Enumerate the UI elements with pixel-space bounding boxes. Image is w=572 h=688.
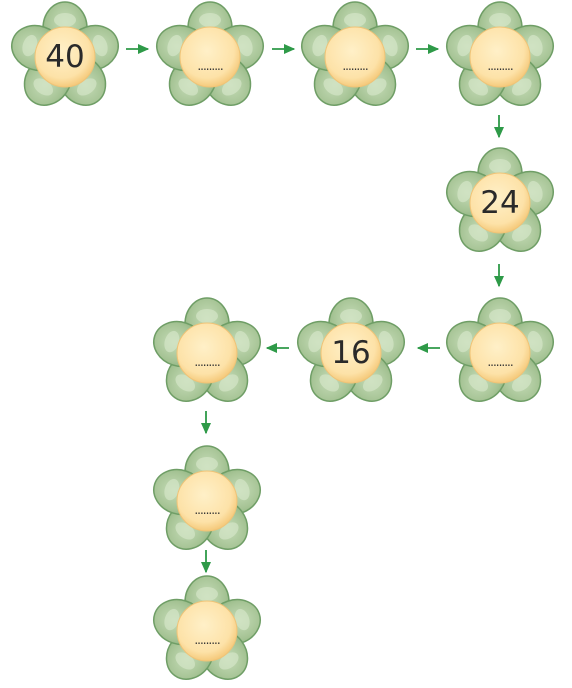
flower-6: ......... [440,297,560,412]
answer-blank[interactable]: ......... [194,633,220,647]
flower-5: 24 [440,147,560,262]
arrow-down [200,411,212,435]
answer-blank[interactable]: ......... [194,503,220,517]
answer-blank[interactable]: ......... [194,355,220,369]
arrow-right [126,43,150,55]
flower-8: ......... [147,297,267,412]
answer-blank[interactable]: ......... [487,355,513,369]
flower-7: 16 [291,297,411,412]
flower-number: 24 [480,185,520,221]
flower-1: 40 [5,1,125,116]
answer-blank[interactable]: ......... [197,59,223,73]
answer-blank[interactable]: ......... [342,59,368,73]
flower-4: ......... [440,1,560,116]
arrow-right [272,43,296,55]
flower-9: ......... [147,445,267,560]
arrow-left [265,342,289,354]
flower-number: 16 [331,335,371,371]
answer-blank[interactable]: ......... [487,59,513,73]
flower-2: ......... [150,1,270,116]
arrow-down [200,550,212,574]
flower-3: ......... [295,1,415,116]
arrow-down [493,115,505,139]
flower-number: 40 [45,39,85,75]
arrow-down [493,264,505,288]
arrow-right [416,43,440,55]
flower-10: ......... [147,575,267,688]
arrow-left [416,342,440,354]
